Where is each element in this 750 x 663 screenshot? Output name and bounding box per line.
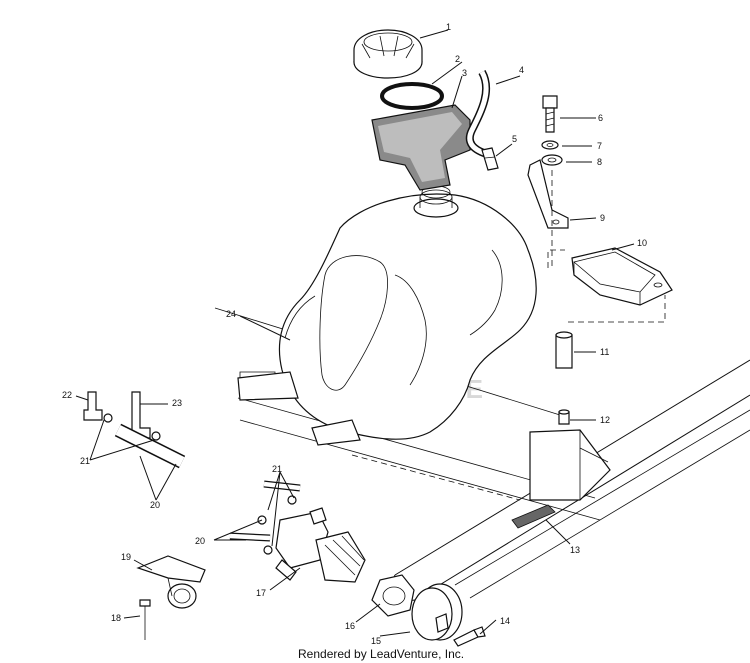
callout-20b: 20: [150, 500, 160, 510]
callout-22: 22: [62, 390, 72, 400]
fuel-valve-knob: [411, 583, 463, 641]
callout-21b: 21: [80, 456, 90, 466]
spacer-tube: [555, 331, 573, 369]
callout-19: 19: [121, 552, 131, 562]
callout-4: 4: [519, 65, 524, 75]
fuel-valve: [275, 507, 366, 583]
foam-baffle: [371, 104, 471, 191]
knob-screw: [453, 626, 486, 647]
bolt: [542, 95, 558, 133]
callout-9: 9: [600, 213, 605, 223]
callout-3: 3: [462, 68, 467, 78]
callout-21a: 21: [272, 464, 282, 474]
flat-washer: [541, 154, 563, 166]
callout-5: 5: [512, 134, 517, 144]
callout-23: 23: [172, 398, 182, 408]
leader-lines: [75, 29, 635, 637]
rivet: [139, 599, 151, 640]
callout-2: 2: [455, 54, 460, 64]
callout-12: 12: [600, 415, 610, 425]
gasket-ring: [380, 82, 444, 110]
callout-14: 14: [500, 616, 510, 626]
fuel-hose-short: [229, 480, 301, 555]
callout-11: 11: [600, 347, 609, 357]
callout-10: 10: [637, 238, 647, 248]
fuel-tank: [237, 193, 537, 446]
frame-bracket: [529, 429, 611, 501]
tank-bracket: [527, 159, 569, 229]
fuel-fitting-left: [83, 391, 113, 423]
valve-mount-bracket: [136, 555, 206, 609]
bushing: [558, 409, 570, 425]
vent-hose: [465, 70, 492, 159]
heat-shield-pad: [511, 504, 556, 529]
filler-neck: [413, 185, 459, 218]
check-valve: [481, 147, 499, 171]
callout-20a: 20: [195, 536, 205, 546]
callout-1: 1: [446, 22, 451, 32]
callout-6: 6: [598, 113, 603, 123]
callout-24: 24: [226, 309, 236, 319]
alignment-lines: [547, 170, 666, 323]
callout-16: 16: [345, 621, 355, 631]
footer-credit: Rendered by LeadVenture, Inc.: [298, 647, 464, 661]
callout-8: 8: [597, 157, 602, 167]
callout-18: 18: [111, 613, 121, 623]
rubber-mount-block: [571, 247, 673, 306]
lock-washer: [541, 140, 559, 150]
callout-13: 13: [570, 545, 580, 555]
callout-15: 15: [371, 636, 381, 646]
callout-7: 7: [597, 141, 602, 151]
callout-17: 17: [256, 588, 266, 598]
callout-labels: 1 2 3 4 5 6 7 8 9 10 11 12 13 14 15 16 1…: [62, 22, 647, 646]
fuel-fitting-tee: [114, 391, 186, 469]
fuel-valve-nut: [371, 574, 415, 617]
fuel-cap: [353, 29, 423, 79]
